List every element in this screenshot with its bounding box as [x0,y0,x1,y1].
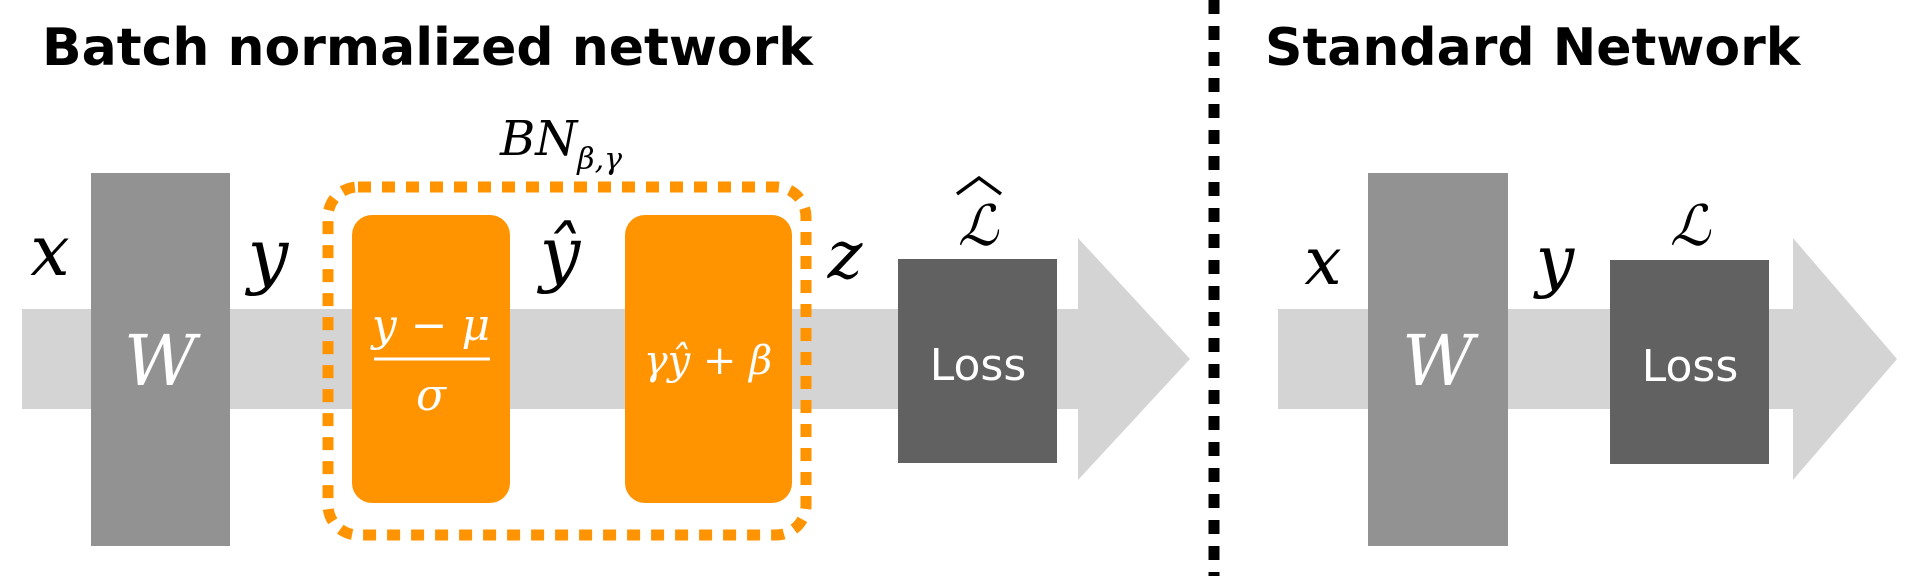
loss-hat-left [955,175,1003,196]
weight-label-left: W [124,320,201,402]
bn-label: BNβ,γ [499,111,622,177]
scale-shift-box [625,215,792,503]
weight-label-right: W [1402,320,1479,402]
input-label-right: x [1304,223,1341,300]
normalize-denominator: σ [416,370,448,421]
output-label-left: z [827,217,864,294]
loss-box-right [1610,260,1769,464]
loss-symbol-right: ℒ [1670,194,1712,259]
weight-box-left [91,173,230,546]
loss-box-left [898,259,1057,463]
pre-norm-label: y [245,213,290,297]
loss-box-label-right: Loss [1642,341,1739,392]
right-title: Standard Network [1265,18,1802,78]
flow-arrow-left [22,238,1190,480]
normalized-label: ŷ [537,211,582,295]
left-title: Batch normalized network [42,18,814,78]
pre-loss-label-right: y [1533,222,1576,301]
weight-box-right [1368,173,1508,546]
bn-region [322,181,812,541]
normalize-numerator: y − μ [370,300,490,351]
flow-arrow-right [1278,238,1897,480]
loss-symbol-left: ℒ [958,194,1000,259]
scale-shift-formula: γŷ + β [644,338,773,384]
input-label-left: x [30,210,69,292]
loss-box-label-left: Loss [930,340,1027,391]
